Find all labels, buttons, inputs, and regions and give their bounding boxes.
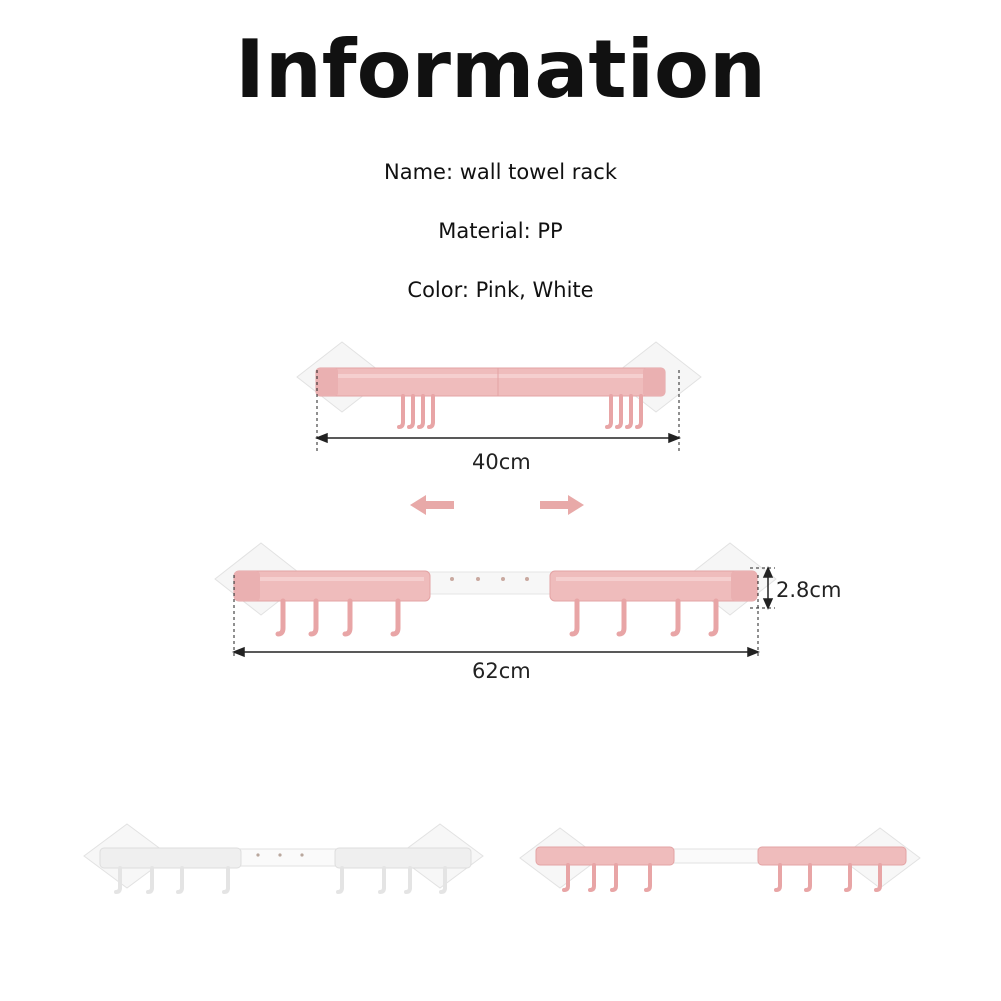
page-title: Information	[235, 23, 766, 116]
rack-bar-right-extended	[549, 570, 758, 602]
arrow-right-icon	[540, 495, 584, 515]
dimension-label-collapsed: 40cm	[472, 450, 531, 474]
dimension-line-height	[750, 566, 775, 610]
pink-rack-variant	[519, 827, 921, 892]
spec-material: Material: PP	[438, 219, 563, 243]
rack-bar-collapsed	[315, 367, 666, 397]
dimension-line-62	[231, 575, 761, 659]
dimension-label-extended: 62cm	[472, 659, 531, 683]
white-rack-variant	[83, 823, 484, 894]
collapsed-rack-illustration	[296, 341, 702, 452]
arrow-left-icon	[410, 495, 454, 515]
hooks-collapsed	[397, 394, 643, 429]
spec-color: Color: Pink, White	[407, 278, 594, 302]
extended-rack-illustration	[214, 542, 777, 659]
rack-bar-left-extended	[233, 570, 431, 602]
hooks-extended	[275, 598, 719, 637]
spec-name: Name: wall towel rack	[384, 160, 617, 184]
dimension-line-40	[314, 370, 682, 452]
dimension-label-height: 2.8cm	[776, 578, 842, 602]
extension-slider	[427, 571, 553, 595]
